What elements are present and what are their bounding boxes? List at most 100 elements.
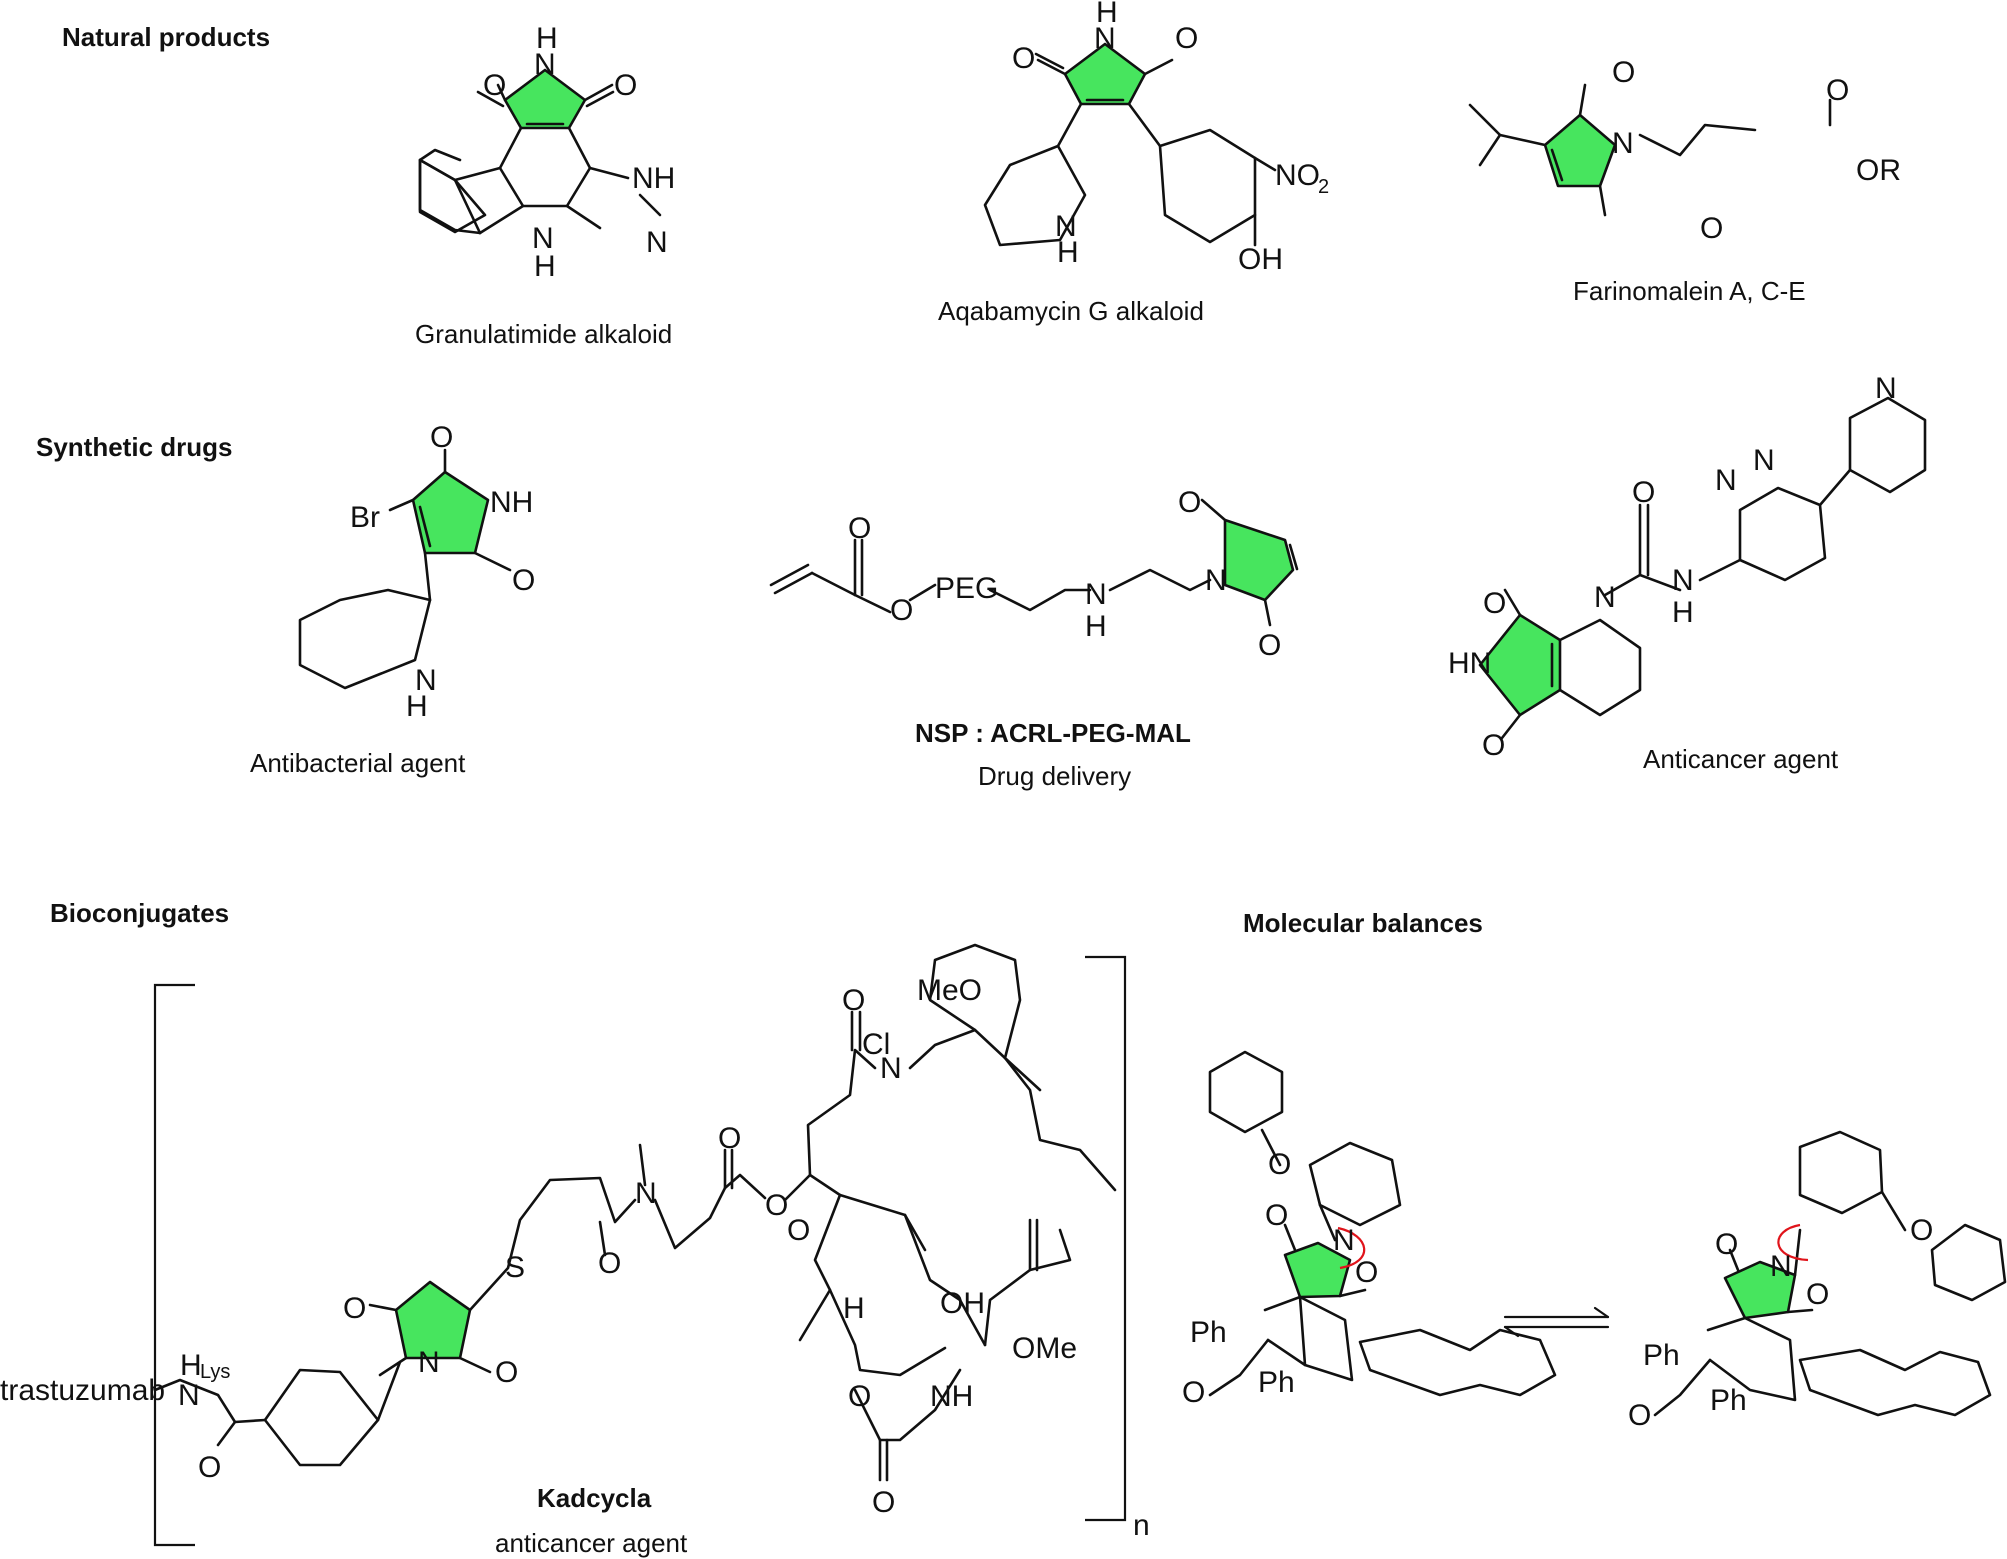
- maleimide-highlight: [1225, 520, 1293, 600]
- maleimide-highlight: [396, 1282, 470, 1358]
- svg-text:N: N: [1055, 210, 1077, 243]
- svg-text:NO: NO: [1275, 159, 1320, 192]
- svg-text:OMe: OMe: [1012, 1332, 1077, 1365]
- svg-text:N: N: [1594, 581, 1616, 614]
- bracket-left: [153, 983, 195, 1547]
- farinomalein-structure: N O O O OR: [1468, 56, 1901, 245]
- aqabamycin-structure: H N O O NO 2 OH N H: [983, 0, 1329, 276]
- svg-text:NH: NH: [930, 1380, 973, 1413]
- svg-text:Br: Br: [350, 501, 380, 534]
- maleimide-highlight: [1480, 615, 1560, 715]
- svg-text:O: O: [512, 564, 535, 597]
- anticancer-structure: O O HN N O N H N N N: [1448, 372, 1927, 762]
- svg-text:N: N: [1085, 578, 1107, 611]
- svg-text:H: H: [1672, 596, 1694, 629]
- section-natural-products: Natural products: [62, 22, 270, 52]
- svg-text:O: O: [1483, 587, 1506, 620]
- svg-text:H: H: [534, 250, 556, 283]
- svg-text:Ph: Ph: [1190, 1316, 1227, 1349]
- svg-text:O: O: [765, 1189, 788, 1222]
- svg-text:OR: OR: [1856, 154, 1901, 187]
- svg-text:N: N: [1205, 564, 1227, 597]
- svg-text:O: O: [1910, 1214, 1933, 1247]
- caption-nsp-title: NSP : ACRL-PEG-MAL: [915, 718, 1191, 748]
- svg-text:Cl: Cl: [862, 1028, 890, 1061]
- svg-text:2: 2: [1318, 176, 1329, 198]
- svg-text:O: O: [848, 1380, 871, 1413]
- svg-text:N: N: [1672, 564, 1694, 597]
- section-bioconjugates: Bioconjugates: [50, 898, 229, 928]
- svg-text:N: N: [178, 1379, 200, 1412]
- svg-text:S: S: [505, 1251, 525, 1284]
- svg-text:NH: NH: [632, 162, 675, 195]
- svg-text:O: O: [1265, 1199, 1288, 1232]
- svg-text:O: O: [718, 1122, 741, 1155]
- svg-text:H: H: [1057, 236, 1079, 269]
- svg-text:N: N: [1094, 22, 1116, 55]
- svg-text:O: O: [787, 1214, 810, 1247]
- caption-kadcycla-title: Kadcycla: [537, 1483, 652, 1513]
- caption-anticancer: Anticancer agent: [1643, 744, 1839, 774]
- svg-text:O: O: [430, 421, 453, 454]
- svg-text:H: H: [536, 22, 558, 55]
- maleimide-highlight: [413, 472, 488, 553]
- molecular-balance-right: O N O O Ph Ph O: [1628, 1130, 2007, 1432]
- svg-text:O: O: [343, 1292, 366, 1325]
- caption-granulatimide: Granulatimide alkaloid: [415, 319, 672, 349]
- svg-text:Ph: Ph: [1258, 1366, 1295, 1399]
- kadcycla-structure: trastuzumab H Lys N O N O O S O N O O O …: [0, 943, 1150, 1547]
- svg-text:O: O: [598, 1247, 621, 1280]
- svg-text:O: O: [1700, 212, 1723, 245]
- svg-text:H: H: [406, 690, 428, 723]
- svg-text:O: O: [890, 594, 913, 627]
- svg-text:O: O: [1258, 629, 1281, 662]
- svg-text:O: O: [1178, 486, 1201, 519]
- svg-text:N: N: [646, 226, 668, 259]
- svg-text:O: O: [1612, 56, 1635, 89]
- svg-text:H: H: [1085, 610, 1107, 643]
- svg-text:MeO: MeO: [917, 974, 982, 1007]
- svg-text:N: N: [1715, 464, 1737, 497]
- svg-text:Ph: Ph: [1710, 1384, 1747, 1417]
- molecular-balance-left: O O N O Ph Ph O: [1182, 1050, 1557, 1409]
- svg-text:N: N: [880, 1052, 902, 1085]
- section-molecular-balances: Molecular balances: [1243, 908, 1483, 938]
- svg-text:O: O: [1632, 476, 1655, 509]
- svg-text:O: O: [842, 984, 865, 1017]
- maleimide-highlight: [505, 70, 585, 128]
- svg-text:H: H: [843, 1292, 865, 1325]
- caption-kadcycla-sub: anticancer agent: [495, 1528, 688, 1558]
- svg-text:O: O: [1175, 22, 1198, 55]
- svg-text:O: O: [1355, 1256, 1378, 1289]
- svg-text:N: N: [415, 664, 437, 697]
- svg-text:O: O: [198, 1451, 221, 1484]
- svg-text:N: N: [532, 222, 554, 255]
- svg-text:N: N: [1875, 372, 1897, 405]
- svg-text:O: O: [1182, 1376, 1205, 1409]
- granulatimide-structure: H N O O NH N N H: [418, 22, 675, 283]
- svg-text:O: O: [1482, 729, 1505, 762]
- repeat-n: n: [1133, 1509, 1150, 1542]
- svg-text:N: N: [1333, 1224, 1355, 1257]
- trastuzumab-label: trastuzumab: [0, 1374, 165, 1407]
- svg-text:O: O: [1826, 74, 1849, 107]
- svg-text:O: O: [872, 1486, 895, 1519]
- svg-text:PEG: PEG: [935, 572, 998, 605]
- svg-text:O: O: [1268, 1148, 1291, 1181]
- svg-text:Ph: Ph: [1643, 1339, 1680, 1372]
- svg-text:N: N: [418, 1346, 440, 1379]
- svg-text:OH: OH: [1238, 243, 1283, 276]
- svg-text:O: O: [483, 69, 506, 102]
- svg-text:N: N: [534, 48, 556, 81]
- maleimide-highlight: [1285, 1243, 1350, 1297]
- caption-farinomalein: Farinomalein A, C-E: [1573, 276, 1806, 306]
- svg-text:O: O: [1806, 1278, 1829, 1311]
- svg-text:Lys: Lys: [200, 1361, 230, 1383]
- svg-text:N: N: [635, 1177, 657, 1210]
- svg-text:O: O: [1715, 1228, 1738, 1261]
- svg-text:H: H: [1096, 0, 1118, 29]
- svg-text:O: O: [1012, 42, 1035, 75]
- maleimide-highlight: [1545, 115, 1615, 186]
- nsp-structure: O O PEG N H N O O: [769, 486, 1299, 662]
